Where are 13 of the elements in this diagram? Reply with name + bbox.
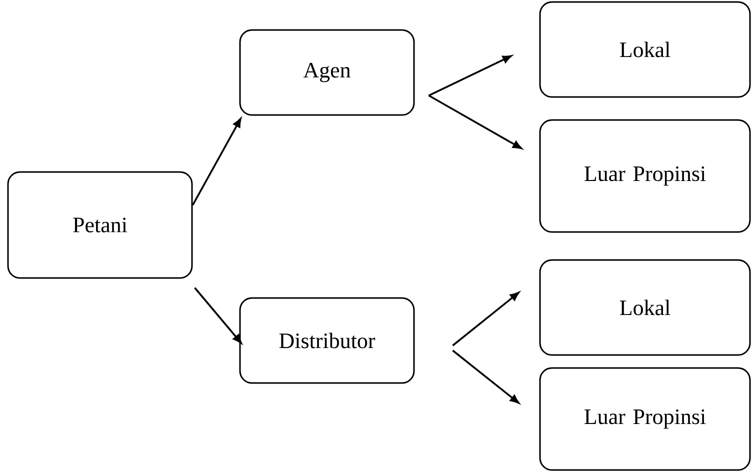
process-box: Luar Propinsi (539, 367, 751, 471)
arrow (194, 287, 242, 344)
process-box: Lokal (539, 1, 751, 98)
arrow (428, 94, 522, 150)
arrow (452, 350, 520, 404)
process-box: Agen (239, 29, 415, 116)
process-box: Luar Propinsi (539, 119, 751, 233)
process-box: Distributor (239, 297, 415, 384)
arrow (192, 118, 242, 206)
arrow (452, 292, 520, 346)
process-box: Lokal (539, 259, 751, 356)
arrow (428, 55, 512, 96)
process-box: Petani (7, 171, 193, 279)
